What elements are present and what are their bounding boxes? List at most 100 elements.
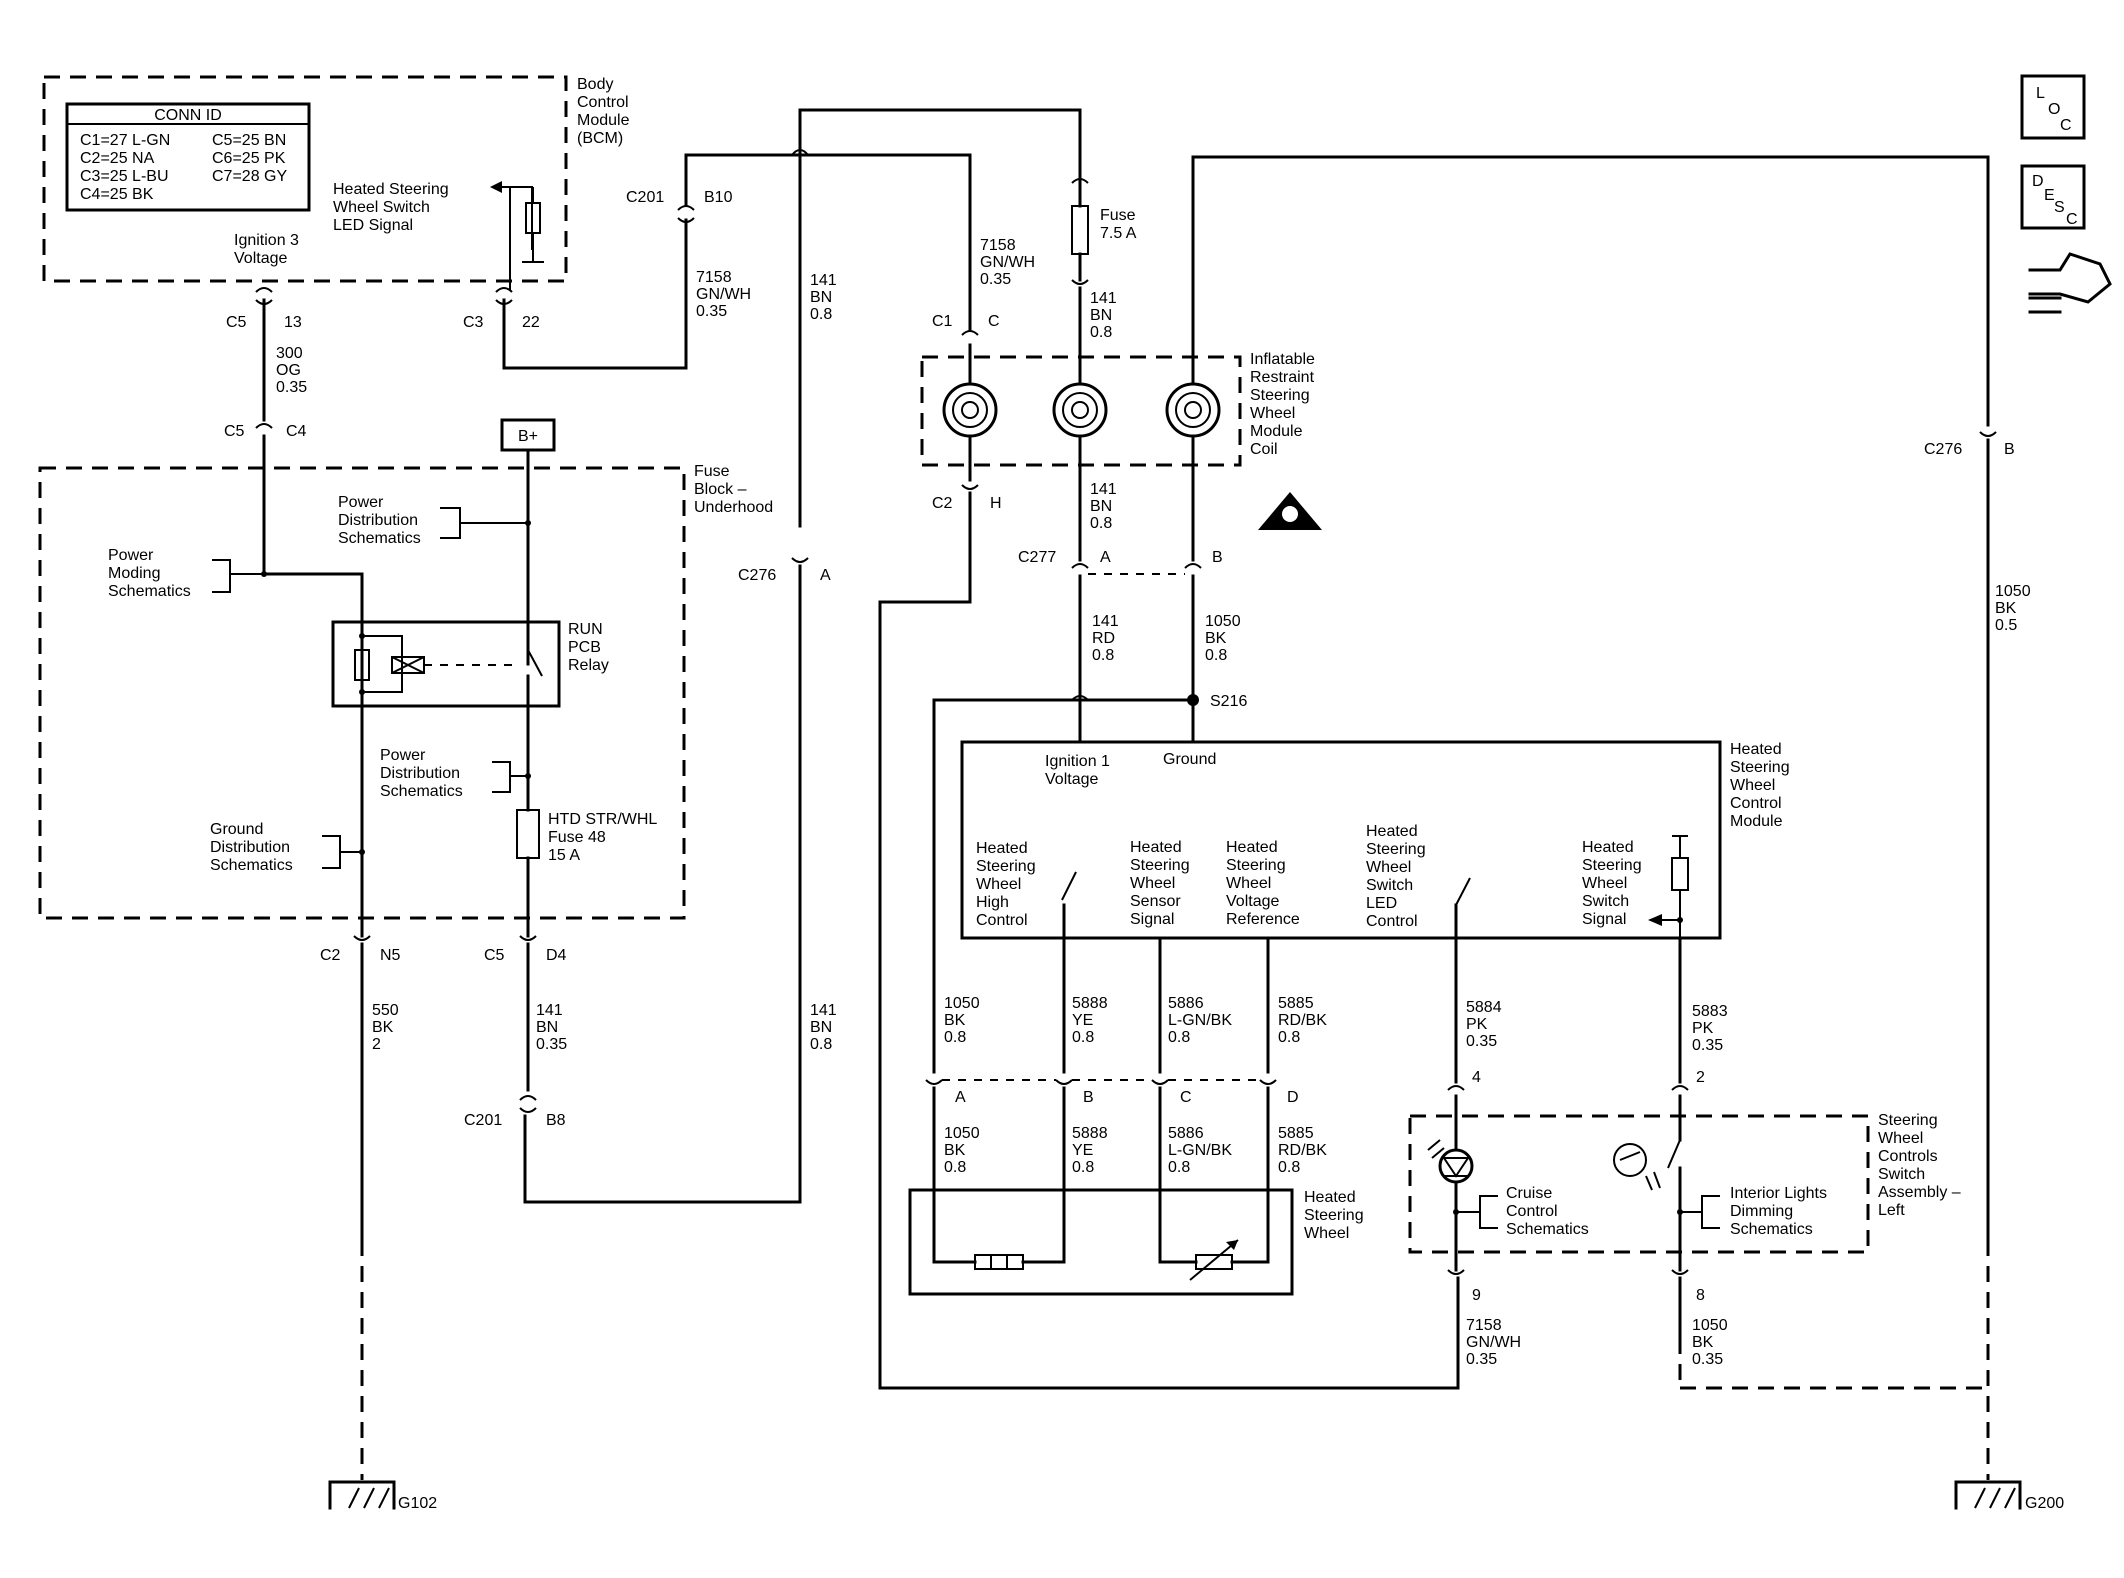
pin-2-connector (1671, 1085, 1689, 1091)
wire-1050-8-label: 1050 BK 0.35 (1692, 1317, 1728, 1368)
svg-text:D: D (2032, 173, 2044, 190)
svg-text:141: 141 (810, 1002, 837, 1019)
svg-text:C1: C1 (932, 313, 953, 330)
svg-text:Underhood: Underhood (694, 499, 773, 516)
svg-text:YE: YE (1072, 1142, 1093, 1159)
irsw-coil-label: Inflatable Restraint Steering Wheel Modu… (1250, 351, 1315, 458)
svg-text:0.8: 0.8 (1090, 515, 1112, 532)
desc-button[interactable]: D E S C (2020, 164, 2086, 230)
svg-text:C3: C3 (463, 314, 484, 331)
svg-text:B: B (1083, 1089, 1094, 1106)
svg-text:Schematics: Schematics (338, 530, 421, 547)
svg-text:5885: 5885 (1278, 1125, 1314, 1142)
led-control-switch (1455, 877, 1471, 906)
svg-text:Wheel: Wheel (1730, 777, 1775, 794)
voltage-ref-label: Heated Steering Wheel Voltage Reference (1226, 839, 1300, 928)
c201-b10-connector (677, 205, 695, 211)
wire-5888-label: 5888 YE 0.8 (1072, 995, 1108, 1046)
svg-text:L: L (2036, 85, 2045, 102)
svg-text:Coil: Coil (1250, 441, 1278, 458)
wire-5886-label: 5886 L-GN/BK 0.8 (1168, 995, 1232, 1046)
svg-text:0.8: 0.8 (1072, 1159, 1094, 1176)
svg-text:B: B (2004, 441, 2015, 458)
svg-text:BN: BN (810, 289, 832, 306)
wire-141-coil-label: 141 BN 0.8 (1090, 481, 1117, 532)
wire-1050-a-label: 1050 BK 0.8 (944, 995, 980, 1046)
svg-text:0.8: 0.8 (1278, 1029, 1300, 1046)
wire-5885-label: 5885 RD/BK 0.8 (1278, 995, 1327, 1046)
svg-text:C5: C5 (224, 423, 245, 440)
svg-text:1050: 1050 (944, 995, 980, 1012)
svg-text:Block –: Block – (694, 481, 747, 498)
svg-text:High: High (976, 894, 1009, 911)
svg-text:BN: BN (536, 1019, 558, 1036)
svg-text:Heated: Heated (1130, 839, 1182, 856)
svg-text:GN/WH: GN/WH (980, 254, 1035, 271)
dimming-label: Interior Lights Dimming Schematics (1730, 1185, 1827, 1238)
svg-text:Inflatable: Inflatable (1250, 351, 1315, 368)
svg-text:Signal: Signal (1130, 911, 1174, 928)
svg-text:Moding: Moding (108, 565, 160, 582)
svg-text:C276: C276 (1924, 441, 1962, 458)
svg-text:2: 2 (1696, 1069, 1705, 1086)
svg-text:D4: D4 (546, 947, 567, 964)
svg-text:1050: 1050 (1205, 613, 1241, 630)
svg-text:Interior Lights: Interior Lights (1730, 1185, 1827, 1202)
svg-text:Steering: Steering (1130, 857, 1190, 874)
wire-141-rd-label: 141 RD 0.8 (1092, 613, 1119, 664)
wire-5888-2-label: 5888 YE 0.8 (1072, 1125, 1108, 1176)
svg-text:(BCM): (BCM) (577, 130, 623, 147)
svg-text:N5: N5 (380, 947, 401, 964)
svg-text:Control: Control (976, 912, 1028, 929)
svg-text:RUN: RUN (568, 621, 603, 638)
svg-text:C: C (2066, 211, 2078, 228)
svg-text:Dimming: Dimming (1730, 1203, 1793, 1220)
svg-text:C: C (988, 313, 1000, 330)
pin-8-connector (1671, 1269, 1689, 1275)
relay-switch (527, 649, 543, 677)
svg-text:B8: B8 (546, 1112, 566, 1129)
svg-text:GN/WH: GN/WH (696, 286, 751, 303)
c276-a-connector (791, 557, 809, 563)
c277-a-connector (1071, 563, 1089, 569)
c276-b-connector (1979, 431, 1997, 437)
ground-label: Ground (1163, 751, 1216, 768)
svg-text:Heated: Heated (976, 840, 1028, 857)
svg-text:141: 141 (810, 272, 837, 289)
svg-text:C: C (1180, 1089, 1192, 1106)
run-relay-label: RUN PCB Relay (568, 621, 609, 674)
cruise-label: Cruise Control Schematics (1506, 1185, 1589, 1238)
svg-text:PK: PK (1692, 1020, 1714, 1037)
svg-text:Cruise: Cruise (1506, 1185, 1552, 1202)
svg-text:0.35: 0.35 (1466, 1351, 1497, 1368)
svg-text:D: D (1287, 1089, 1299, 1106)
svg-text:5883: 5883 (1692, 1003, 1728, 1020)
svg-text:LED Signal: LED Signal (333, 217, 413, 234)
svg-text:Schematics: Schematics (1730, 1221, 1813, 1238)
power-dist-1-label: Power Distribution Schematics (338, 494, 421, 547)
svg-text:Heated: Heated (1730, 741, 1782, 758)
svg-text:0.35: 0.35 (1692, 1351, 1723, 1368)
c3-22-connector (495, 287, 513, 293)
wire-1050-right-label: 1050 BK 0.5 (1995, 583, 2031, 634)
connector-navigation-icon[interactable] (2028, 252, 2112, 314)
svg-text:Controls: Controls (1878, 1148, 1938, 1165)
c277-b-connector (1184, 563, 1202, 569)
wire-550-label: 550 BK 2 (372, 1002, 399, 1053)
svg-text:Distribution: Distribution (338, 512, 418, 529)
heater-element (974, 1254, 1024, 1270)
svg-text:YE: YE (1072, 1012, 1093, 1029)
svg-text:1050: 1050 (1995, 583, 2031, 600)
svg-text:8: 8 (1696, 1287, 1705, 1304)
htd-fuse-label: HTD STR/WHL Fuse 48 15 A (548, 811, 657, 864)
svg-text:141: 141 (1090, 481, 1117, 498)
svg-text:Heated: Heated (1366, 823, 1418, 840)
svg-text:5888: 5888 (1072, 995, 1108, 1012)
svg-text:Steering: Steering (1582, 857, 1642, 874)
svg-text:C2: C2 (932, 495, 953, 512)
coil-2 (1052, 382, 1108, 438)
svg-text:C1=27 L-GN: C1=27 L-GN (80, 132, 170, 149)
svg-text:0.35: 0.35 (1692, 1037, 1723, 1054)
loc-button[interactable]: L O C (2020, 74, 2086, 140)
